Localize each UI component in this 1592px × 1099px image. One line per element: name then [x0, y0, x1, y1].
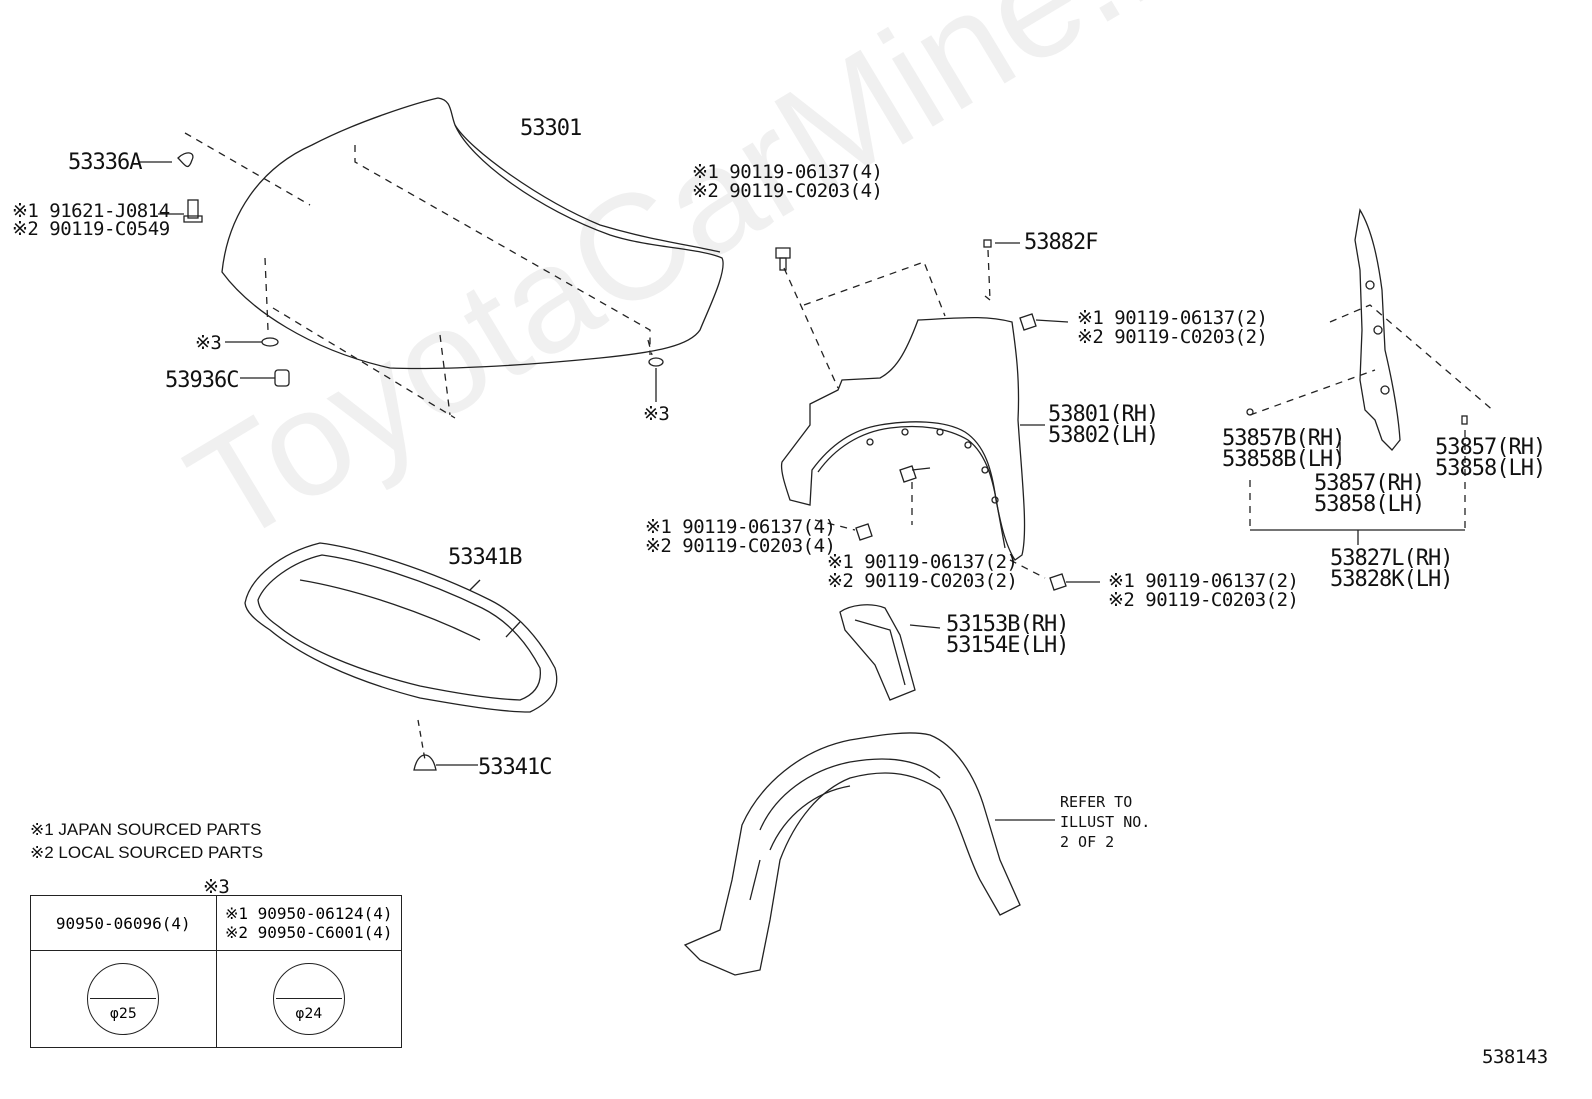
label-fender-front-bolt-2: ※2 90119-C0203(4) — [645, 535, 836, 557]
hood-rod-holder[interactable] — [140, 152, 194, 168]
label-hood-rod-holder: 53336A — [68, 150, 142, 175]
clip-table-col1-pn: 90950-06096(4) — [30, 895, 217, 951]
clip-table-col2-pn1: ※1 90950-06124(4) — [224, 904, 393, 923]
hood-guides — [184, 132, 653, 419]
hood-insulator[interactable] — [244, 542, 558, 713]
clip-table-col2-pn2: ※2 90950-C6001(4) — [224, 923, 393, 942]
label-protector-b-lh: 53858B(LH) — [1222, 447, 1345, 472]
label-fender-rear-bolt-2: ※2 90119-C0203(2) — [1077, 326, 1268, 348]
hood-cushion[interactable] — [225, 337, 664, 402]
label-fender-low-bolt-1: ※1 90119-06137(2) — [1108, 570, 1299, 592]
label-protector-b-rh: 53857B(RH) — [1222, 426, 1345, 451]
label-fender-low-bolt-2: ※2 90119-C0203(2) — [1108, 589, 1299, 611]
label-fender-top-bolt-1: ※1 90119-06137(4) — [692, 161, 883, 183]
fender-bolts[interactable] — [775, 239, 1100, 591]
label-fender-mid-bolt-2: ※2 90119-C0203(2) — [827, 570, 1018, 592]
fender-guides — [783, 249, 1046, 579]
clip-table-title: ※3 — [203, 876, 230, 898]
label-insulator-clip: 53341C — [478, 755, 552, 780]
clip-dia-24: φ24 — [295, 1006, 323, 1022]
label-protector2-rh: 53857(RH) — [1435, 435, 1546, 460]
clip-table-col1-shape: φ25 — [30, 950, 217, 1048]
protector-clip[interactable] — [1246, 408, 1254, 416]
label-fender-rear-bolt-1: ※1 90119-06137(2) — [1077, 307, 1268, 329]
label-note3-right: ※3 — [643, 403, 670, 425]
fender-liner[interactable] — [683, 732, 1055, 976]
label-bolt-a-2: ※2 90119-C0549 — [12, 218, 170, 240]
protector-clip-2[interactable] — [1461, 415, 1468, 425]
front-fender[interactable] — [780, 316, 1026, 561]
label-protector2-lh: 53858(LH) — [1435, 456, 1546, 481]
label-fender-lh: 53802(LH) — [1048, 423, 1159, 448]
clip-circle-25: φ25 — [87, 963, 160, 1035]
clip-table-col2-pn: ※1 90950-06124(4) ※2 90950-C6001(4) — [215, 895, 402, 951]
label-note3-left: ※3 — [195, 332, 222, 354]
label-refer: REFER TO ILLUST NO. 2 OF 2 — [1060, 793, 1151, 851]
label-protector-lh: 53858(LH) — [1314, 492, 1425, 517]
insulator-guide — [417, 719, 426, 761]
diameter-arrow — [275, 998, 342, 999]
note-local-sourced: ※2 LOCAL SOURCED PARTS — [30, 843, 264, 862]
label-fender-front-bolt-1: ※1 90119-06137(4) — [645, 516, 836, 538]
clip-dia-25: φ25 — [109, 1006, 137, 1022]
label-bolt-a-1: ※1 91621-J0814 — [12, 200, 170, 222]
label-protector-rh: 53857(RH) — [1314, 471, 1425, 496]
hood-bolt[interactable] — [158, 199, 203, 223]
label-insulator: 53341B — [448, 545, 522, 570]
label-seal-rh: 53153B(RH) — [946, 612, 1069, 637]
label-seal-lh: 53154E(LH) — [946, 633, 1069, 658]
fender-seal[interactable] — [839, 604, 941, 701]
label-panel-rh: 53827L(RH) — [1330, 546, 1453, 571]
clip-circle-24: φ24 — [272, 963, 345, 1035]
label-fender-rh: 53801(RH) — [1048, 402, 1159, 427]
diagram-id: 538143 — [1482, 1046, 1548, 1068]
label-hood: 53301 — [520, 116, 582, 141]
note-japan-sourced: ※1 JAPAN SOURCED PARTS — [30, 820, 262, 839]
panel-bracket — [1250, 529, 1465, 545]
panel-guides — [1249, 304, 1496, 530]
label-fender-top-bolt-2: ※2 90119-C0203(4) — [692, 180, 883, 202]
diameter-arrow — [90, 998, 157, 999]
label-fender-mid-bolt-1: ※1 90119-06137(2) — [827, 551, 1018, 573]
insulator-clip[interactable] — [413, 754, 478, 771]
fender-panel[interactable] — [1354, 208, 1401, 451]
label-fender-clip: 53882F — [1024, 230, 1098, 255]
label-cushion: 53936C — [165, 368, 239, 393]
label-panel-lh: 53828K(LH) — [1330, 567, 1453, 592]
clip-table-col2-shape: φ24 — [215, 950, 402, 1048]
hood-panel[interactable] — [221, 97, 724, 370]
clip-table: 90950-06096(4) ※1 90950-06124(4) ※2 9095… — [30, 895, 402, 1048]
